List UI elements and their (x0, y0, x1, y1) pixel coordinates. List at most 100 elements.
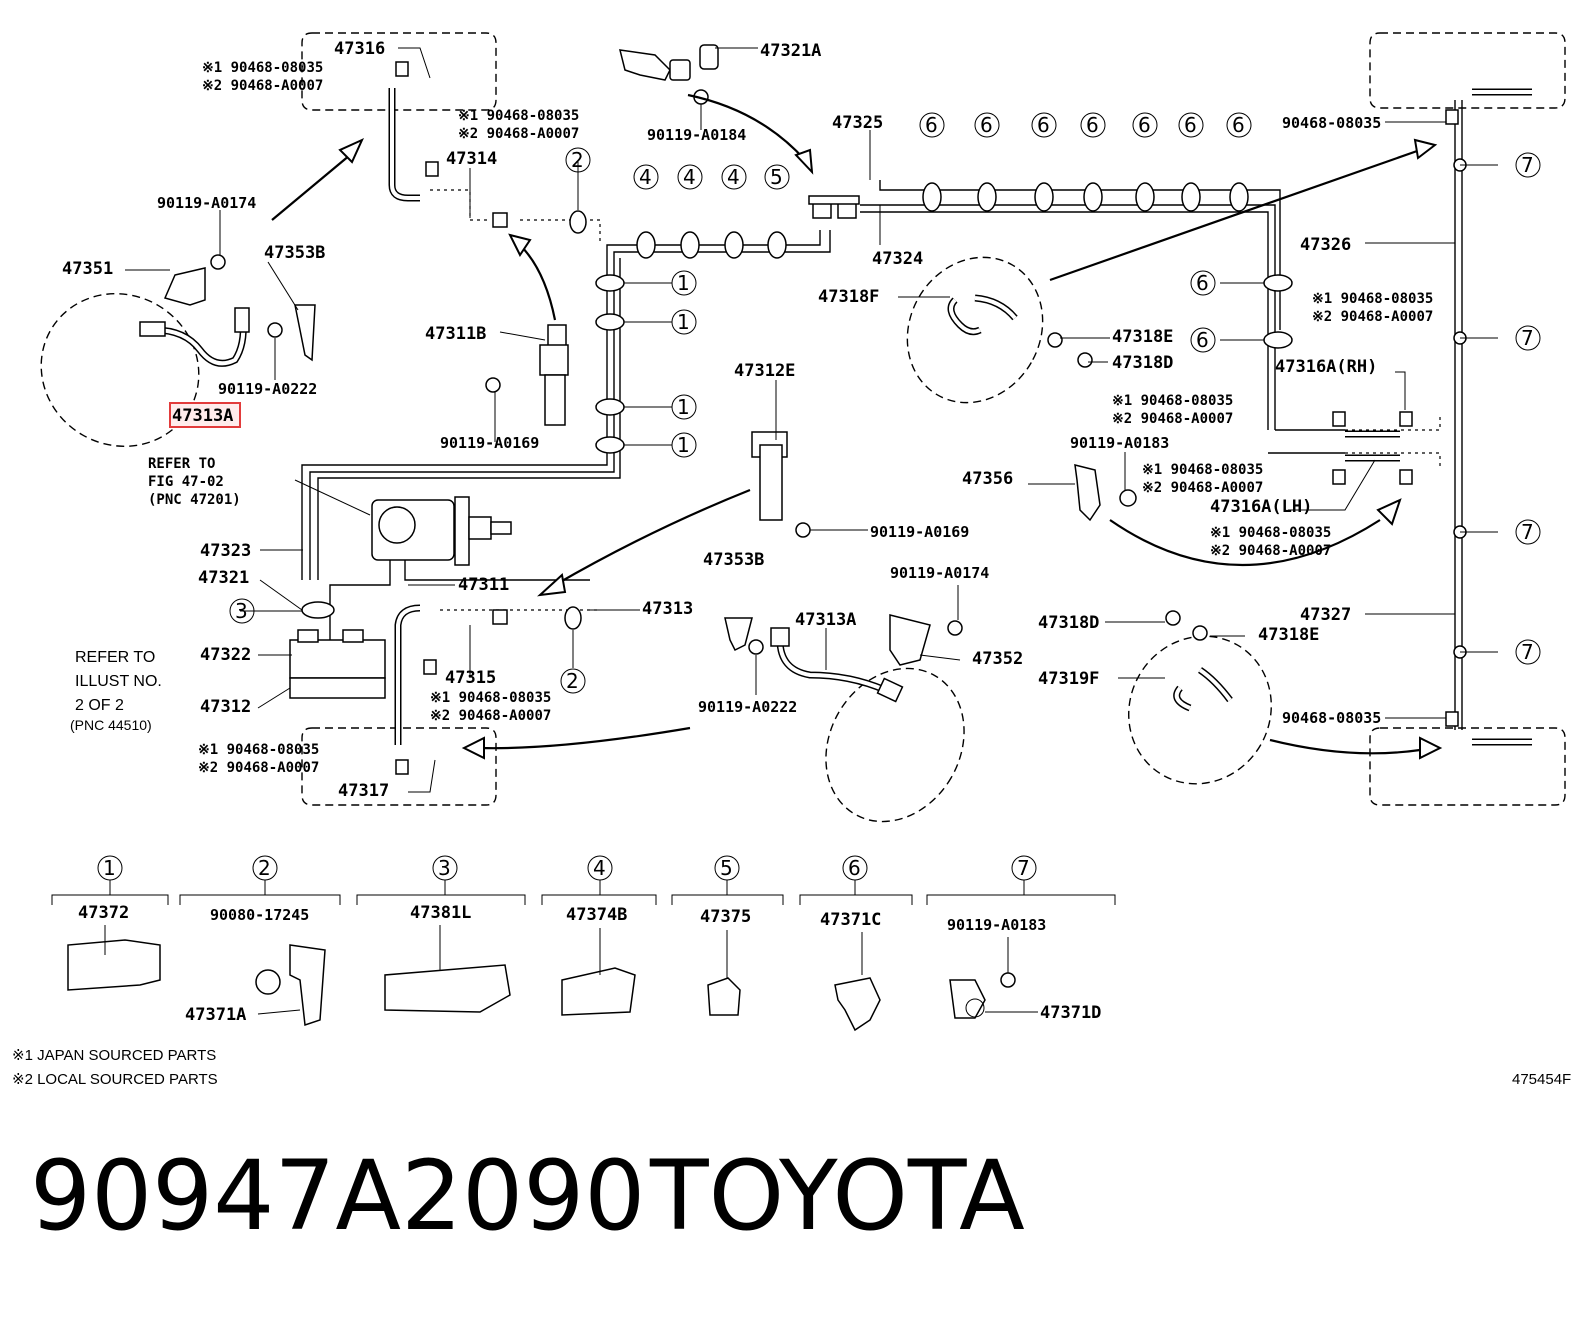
ref-6-d: 6 (1080, 112, 1106, 138)
ref-1-b: 1 (671, 309, 697, 335)
label-47324: 47324 (872, 249, 923, 269)
refer-fig-1: REFER TO (148, 456, 215, 472)
svg-text:6: 6 (1232, 113, 1245, 137)
label-90119-A0183: 90119-A0183 (1070, 434, 1169, 452)
label-47316A-rh: 47316A(RH) (1275, 357, 1377, 377)
label-47321: 47321 (198, 568, 249, 588)
clip-bl-2: ※2 90468-A0007 (198, 760, 319, 776)
label-47311: 47311 (458, 575, 509, 595)
label-47352: 47352 (972, 649, 1023, 669)
clamp-key-7: 7 90119-A0183 47371D (926, 855, 1116, 1023)
part-labels: 47316 47321A 47325 47324 47314 47351 473… (62, 39, 1381, 801)
bracket-47351 (163, 254, 226, 306)
label-47327: 47327 (1300, 605, 1351, 625)
detail-ellipse-front-right (906, 256, 1044, 404)
svg-text:1: 1 (677, 433, 690, 457)
clip-mid2-1: ※1 90468-08035 (1142, 462, 1263, 478)
label-47325: 47325 (832, 113, 883, 133)
svg-text:4: 4 (727, 165, 740, 189)
svg-text:1: 1 (103, 856, 116, 880)
label-47318E: 47318E (1112, 327, 1173, 347)
svg-text:1: 1 (677, 310, 690, 334)
svg-text:7: 7 (1521, 153, 1534, 177)
label-90468-08035-tr: 90468-08035 (1282, 114, 1381, 132)
flex-hoses (139, 88, 1532, 746)
bracket-47353B-rear (724, 617, 764, 655)
clip-mid-2: ※2 90468-A0007 (1112, 411, 1233, 427)
clip-314-2: ※2 90468-A0007 (458, 126, 579, 142)
footer-part-number: 90947A2090 (30, 1140, 646, 1252)
front-right-wheel-box (1369, 32, 1566, 109)
svg-text:3: 3 (235, 599, 248, 623)
ref-5: 5 (764, 164, 790, 190)
ref-6-f: 6 (1178, 112, 1204, 138)
clamp-key-47374B: 47374B (566, 905, 627, 925)
clamp-key-47371A: 47371A (185, 1005, 246, 1025)
svg-text:4: 4 (639, 165, 652, 189)
label-47319F: 47319F (1038, 669, 1099, 689)
label-47313: 47313 (642, 599, 693, 619)
clip-314-1: ※1 90468-08035 (458, 108, 579, 124)
ref-3: 3 (229, 598, 255, 624)
label-47321A: 47321A (760, 41, 821, 61)
svg-text:1: 1 (677, 395, 690, 419)
bolts-and-clips (395, 61, 1459, 775)
ref-1-c: 1 (671, 394, 697, 420)
label-90119-A0174-b: 90119-A0174 (890, 564, 989, 582)
clamp-key-47372: 47372 (78, 903, 129, 923)
ref-4-b: 4 (677, 164, 703, 190)
clamp-key-5: 5 47375 (671, 855, 784, 1016)
figure-code: 475454F (1512, 1071, 1571, 1088)
clamp-key-4: 4 47374B (541, 855, 657, 1016)
refer-fig-2: FIG 47-02 (148, 474, 224, 490)
svg-text:2: 2 (258, 856, 271, 880)
ref-6-i: 6 (1190, 327, 1216, 353)
circle-refs: 4 4 4 5 2 6 6 6 6 6 6 6 6 6 1 1 1 1 3 2 … (229, 112, 1541, 694)
highlight-box (169, 402, 241, 428)
refer-illus-3: 2 OF 2 (75, 697, 124, 714)
label-47351: 47351 (62, 259, 113, 279)
clip-lh-2: ※2 90468-A0007 (1210, 543, 1331, 559)
svg-text:6: 6 (1086, 113, 1099, 137)
clamp-key-47371D: 47371D (1040, 1003, 1101, 1023)
ref-2-top: 2 (565, 147, 591, 173)
main-brake-tubes (301, 100, 1463, 730)
label-47322: 47322 (200, 645, 251, 665)
front-left-wheel-box (301, 32, 497, 111)
label-90119-A0184: 90119-A0184 (647, 126, 746, 144)
svg-text:7: 7 (1521, 640, 1534, 664)
clamp-key-47371C: 47371C (820, 910, 881, 930)
clamp-key-90080-17245: 90080-17245 (210, 906, 309, 924)
label-47317: 47317 (338, 781, 389, 801)
label-47353B-rear: 47353B (703, 550, 764, 570)
ref-7-b: 7 (1515, 325, 1541, 351)
refer-notes: REFER TO FIG 47-02 (PNC 47201) REFER TO … (70, 456, 241, 733)
clamp-key-47381L: 47381L (410, 903, 471, 923)
label-47318E-rear: 47318E (1258, 625, 1319, 645)
label-47326: 47326 (1300, 235, 1351, 255)
svg-text:6: 6 (925, 113, 938, 137)
label-47313A-rear: 47313A (795, 610, 856, 630)
label-47312E: 47312E (734, 361, 795, 381)
ref-7-a: 7 (1515, 152, 1541, 178)
refer-fig-3: (PNC 47201) (148, 492, 241, 508)
svg-text:6: 6 (1196, 328, 1209, 352)
svg-text:5: 5 (720, 856, 733, 880)
clip-315-1: ※1 90468-08035 (430, 690, 551, 706)
detail-ellipse-rear-right (1128, 635, 1272, 785)
ref-6-b: 6 (974, 112, 1000, 138)
ref-1-a: 1 (671, 270, 697, 296)
svg-text:2: 2 (571, 148, 584, 172)
label-47315: 47315 (445, 668, 496, 688)
bracket-47352 (889, 614, 963, 666)
svg-text:6: 6 (1138, 113, 1151, 137)
brake-master-cylinder (371, 496, 512, 566)
ref-6-c: 6 (1031, 112, 1057, 138)
rear-left-wheel-box (301, 727, 497, 806)
svg-text:3: 3 (438, 856, 451, 880)
ref-6-g: 6 (1226, 112, 1252, 138)
svg-text:2: 2 (566, 669, 579, 693)
label-47318D: 47318D (1112, 353, 1173, 373)
clamp-key-90119-A0183: 90119-A0183 (947, 916, 1046, 934)
